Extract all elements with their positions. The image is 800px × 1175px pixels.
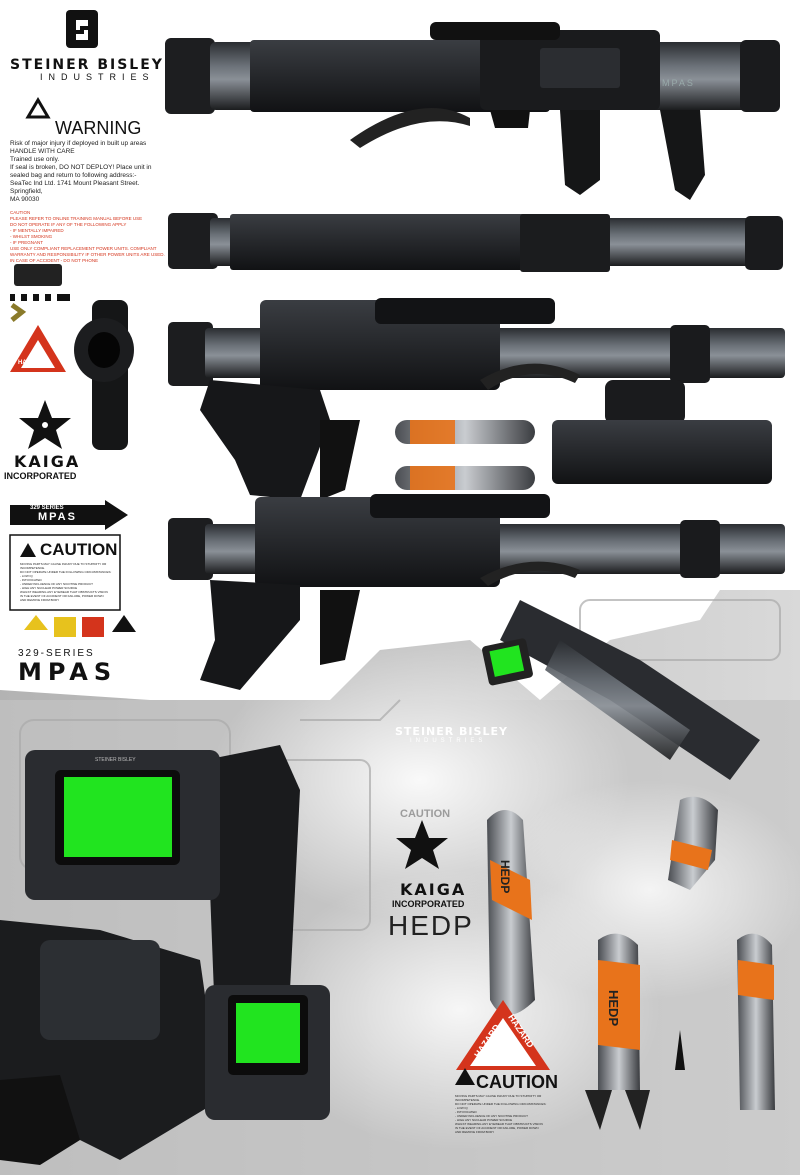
caution-small-text: CAUTION PLEASE REFER TO ONLINE TRAINING … (10, 210, 165, 263)
caution-faint: CAUTION (400, 808, 451, 820)
kaiga-name: KAIGA (14, 452, 81, 471)
series-logo-main: MPAS (18, 658, 118, 686)
hedp-label: HEDP (388, 910, 474, 941)
hazard-label: HAZARD (18, 360, 44, 366)
warning-title: WARNING (55, 118, 142, 138)
caution-panel-text: MOVING PARTS MAY CAUSE INJURY DUE TO STU… (20, 562, 112, 602)
gun-label: MPAS (662, 78, 695, 88)
series-logo-top: 329-SERIES (18, 648, 95, 659)
kaiga-sub: INCORPORATED (4, 471, 77, 481)
screen-label: STEINER BISLEY (95, 757, 136, 763)
caution-panel-title: CAUTION (40, 540, 118, 559)
round-hedp-text-2: HEDP (606, 990, 621, 1027)
series-badge-top: 329 SERIES (30, 505, 64, 511)
hazard-big-text: MOVING PARTS MAY CAUSE INJURY DUE TO STU… (455, 1094, 547, 1134)
warning-text: Risk of major injury if deployed in buil… (10, 140, 152, 203)
kaiga-sub-2: INCORPORATED (392, 899, 465, 909)
brand-name-mid: STEINER BISLEY (395, 725, 508, 738)
kaiga-name-2: KAIGA (400, 880, 467, 899)
brand-name: STEINER BISLEY (10, 57, 164, 73)
brand-subtitle-mid: INDUSTRIES (410, 738, 487, 744)
round-hedp-text: HEDP (498, 860, 512, 894)
brand-subtitle: INDUSTRIES (40, 72, 155, 82)
hazard-big-caution: CAUTION (476, 1072, 558, 1092)
series-badge-main: MPAS (38, 511, 77, 523)
